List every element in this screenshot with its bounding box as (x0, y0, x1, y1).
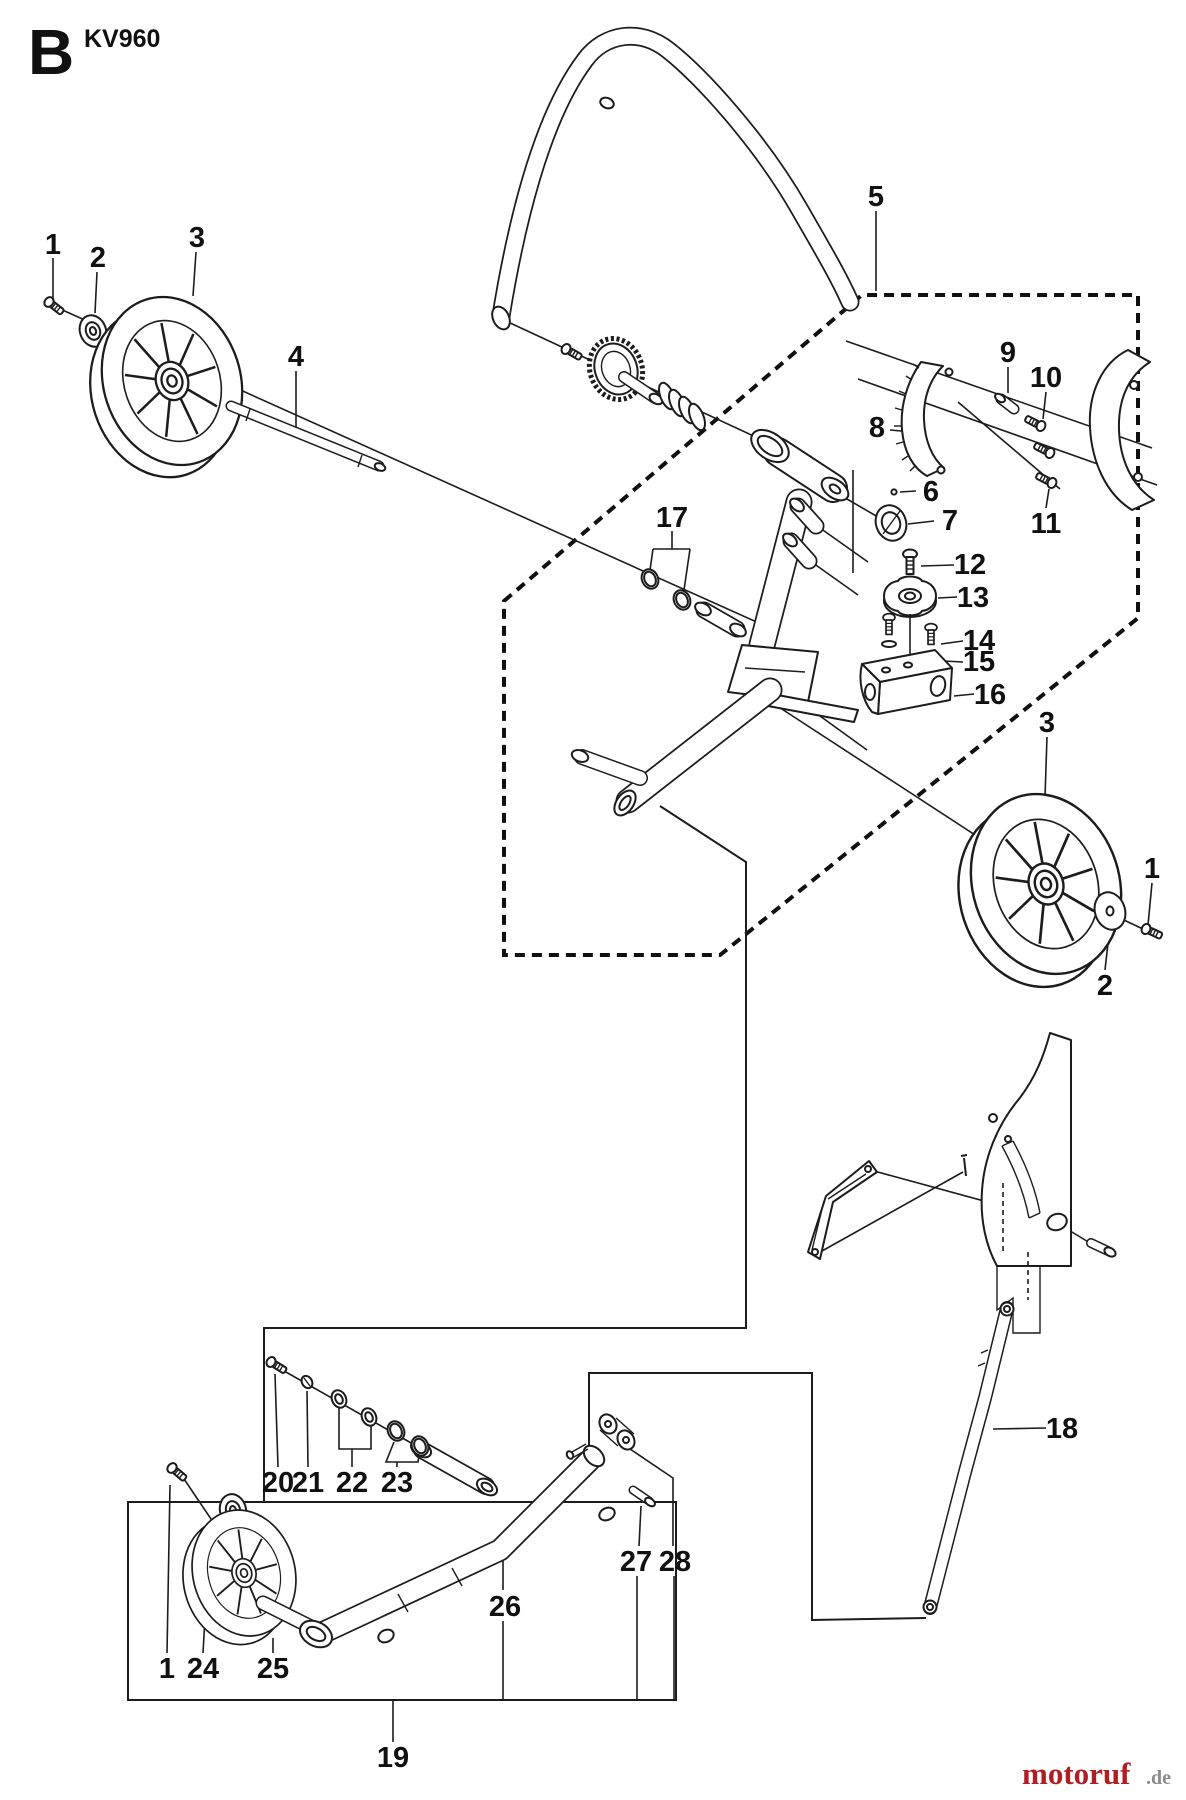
watermark-brand: motoruf (1022, 1756, 1131, 1791)
callout-3-front-wheel: 3 (189, 222, 205, 254)
callout-16-bracket: 16 (974, 679, 1006, 711)
right-wheel-group (931, 773, 1165, 1009)
callout-21-nut: 21 (292, 1467, 324, 1499)
tube-link-box (588, 1372, 927, 1622)
post-bushings (782, 497, 869, 596)
caster-assembly-box (127, 1501, 677, 1701)
callout-23-rings: 23 (381, 1467, 413, 1499)
handlebar (491, 26, 860, 331)
callout-8-sector: 8 (869, 412, 885, 444)
caster-wheel-25 (166, 1497, 313, 1658)
screw-washer-left (881, 612, 897, 648)
callout-14-screw: 14 (963, 625, 995, 657)
axle-shaft (225, 400, 387, 472)
axle-sleeve (694, 601, 747, 638)
caster-assembly (164, 1354, 656, 1658)
callout-15-washer: 15 (963, 646, 995, 678)
callout-10-screw: 10 (1030, 362, 1062, 394)
callout-1-front-bolt: 1 (45, 229, 61, 261)
caster-bolt-1 (164, 1460, 190, 1484)
callout-4-axle: 4 (288, 341, 304, 373)
callout-18-lever: 18 (1046, 1413, 1078, 1445)
callout-25-wheel: 25 (257, 1653, 289, 1685)
toothed-sector-bracket (894, 361, 954, 477)
pin-6 (890, 488, 898, 496)
callout-19-assembly: 19 (377, 1742, 409, 1774)
callout-7-bushing: 7 (942, 505, 958, 537)
callout-11-screw: 11 (1031, 508, 1062, 540)
pin-27 (628, 1485, 656, 1508)
callout-22-washers: 22 (336, 1467, 368, 1499)
sector-plate (980, 1032, 1072, 1334)
washers-22 (330, 1389, 378, 1427)
clamp-28 (598, 1413, 636, 1451)
bracket-teeth (894, 363, 920, 472)
main-cross-tube (570, 677, 783, 817)
callout-13-knob: 13 (957, 582, 989, 614)
callout-26-tube: 26 (489, 1591, 521, 1623)
base-wing (767, 693, 859, 723)
nut-21 (300, 1374, 314, 1390)
connector-frames (127, 470, 927, 1701)
star-knob-13 (883, 575, 937, 618)
hinge-c-bracket (1088, 349, 1155, 511)
screw-mid (1031, 439, 1058, 461)
brake-sector-group (807, 1032, 1117, 1615)
screw-20 (263, 1354, 290, 1377)
bushing-ring-7 (874, 504, 908, 542)
callout-17-rings: 17 (656, 502, 688, 534)
callout-2-front-washer: 2 (90, 242, 106, 274)
callout-6-pin: 6 (923, 476, 939, 508)
front-wheel-group (41, 277, 747, 638)
pivot-bolt (558, 341, 585, 364)
wheel-bolt-front (41, 294, 67, 318)
model-code: KV960 (84, 25, 160, 53)
knob-bolt-12 (902, 548, 918, 575)
callout-3-right-wheel: 3 (1039, 707, 1055, 739)
spacer-9 (994, 392, 1020, 415)
wheel-front (65, 277, 268, 497)
section-letter: B (28, 16, 74, 88)
mount-bracket-16 (859, 649, 953, 715)
callout-1-right-bolt: 1 (1144, 853, 1160, 885)
callout-2-right-washer: 2 (1097, 970, 1113, 1002)
link-triangle (807, 1160, 878, 1260)
callout-5-kit: 5 (868, 181, 884, 213)
clamp-knob-group (859, 548, 953, 715)
pivot-boss (750, 428, 850, 503)
wheel-bolt-right (1138, 921, 1165, 942)
callout-9-spac: 9 (1000, 337, 1016, 369)
handle-end-cap (491, 305, 511, 331)
wheel-right (931, 773, 1148, 1009)
cart-frame (570, 428, 869, 817)
spring (658, 381, 706, 432)
callout-1-caster-bolt: 1 (159, 1653, 175, 1685)
callout-28-clamp: 28 (659, 1546, 691, 1578)
pivot-hardware (558, 336, 706, 432)
pivot-pin (1086, 1238, 1117, 1258)
watermark-suffix: .de (1146, 1767, 1171, 1789)
screw-11 (1033, 469, 1060, 491)
frame-post (727, 488, 859, 723)
callout-24-washer: 24 (187, 1653, 219, 1685)
kit-boundary-dashed-box (502, 293, 1140, 957)
brake-lever-18 (922, 1301, 1015, 1615)
watermark: motoruf .de (1022, 1756, 1171, 1791)
support-leg-tube-26 (298, 1443, 616, 1649)
screw-14 (924, 622, 938, 646)
callout-27-pin: 27 (620, 1546, 652, 1578)
ratchet-sprocket (586, 336, 664, 406)
height-adjuster-group (874, 349, 1155, 542)
callout-labels: B KV960 1 2 3 4 5 17 8 9 10 11 6 7 12 13… (28, 16, 1160, 1774)
needle-screw (960, 1154, 968, 1177)
callout-20-screw: 20 (262, 1467, 294, 1499)
hub-disc-right (1093, 891, 1127, 931)
handle-hole (599, 96, 615, 110)
callout-12-bolt: 12 (954, 549, 986, 581)
